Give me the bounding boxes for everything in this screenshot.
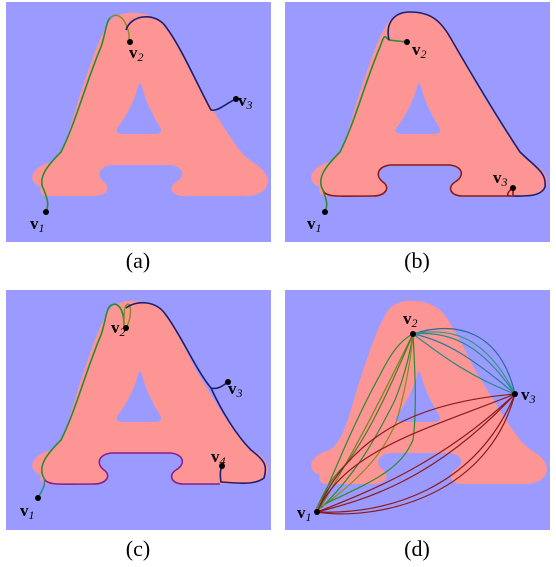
green-path [41, 17, 111, 191]
geodesic [316, 393, 516, 513]
v1-v2-geodesics [314, 333, 416, 513]
navy-path [387, 11, 546, 197]
vertex-v2-label: v2 [403, 309, 418, 330]
vertex-v2-point [123, 325, 129, 331]
vertex-v3-label: v3 [521, 385, 536, 406]
panel-b: v2 v3 v1 [285, 2, 550, 242]
geodesic [316, 393, 516, 513]
geodesic [412, 333, 516, 395]
green-path [320, 35, 408, 191]
caption-b: (b) [404, 248, 430, 273]
vertex-v3-point [233, 96, 239, 102]
navy-path [125, 301, 229, 390]
purple-path [43, 452, 220, 486]
geodesic [412, 332, 516, 395]
vertex-v4-label: v4 [211, 447, 226, 468]
vertex-v1-point [43, 209, 49, 215]
vertex-v1-label: v1 [30, 214, 45, 235]
vertex-v4-point [219, 463, 225, 469]
caption-d: (d) [404, 536, 430, 561]
v1-v3-geodesics [316, 393, 516, 515]
vertex-v2-label: v2 [111, 318, 126, 339]
vertex-v2-label: v2 [412, 40, 427, 61]
green-path [41, 303, 125, 479]
panel-c: v2 v3 v4 v1 [6, 290, 271, 530]
panel-a-figure: v2 v3 v1 [6, 2, 271, 242]
vertex-v2-point [404, 39, 410, 45]
v2-v3-geodesics [412, 327, 516, 395]
vertex-v1-point [35, 495, 41, 501]
geodesic [316, 393, 516, 515]
panel-a: v2 v3 v1 [6, 2, 271, 242]
vertex-v3-label: v3 [493, 168, 508, 189]
vertex-v2-point [410, 331, 416, 337]
geodesic [316, 393, 516, 513]
vertex-v1-label: v1 [297, 503, 312, 524]
panel-d-figure: v2 v3 v1 [285, 290, 550, 530]
geodesic [322, 333, 414, 507]
panel-b-figure: v2 v3 v1 [285, 2, 550, 242]
geodesic [412, 331, 516, 395]
geodesic [316, 393, 516, 513]
caption-a: (a) [125, 248, 151, 273]
yellow-path [123, 303, 132, 329]
vertex-v1-point [322, 209, 328, 215]
vertex-v3-point [510, 185, 516, 191]
vertex-v2-point [127, 39, 133, 45]
vertex-v2-label: v2 [129, 43, 144, 64]
geodesic [412, 327, 516, 395]
panel-c-figure: v2 v3 v4 v1 [6, 290, 271, 530]
vertex-v1-label: v1 [307, 214, 322, 235]
geodesic [316, 393, 516, 513]
geodesic [324, 333, 416, 505]
geodesic [316, 333, 414, 513]
vertex-v1-label: v1 [20, 501, 35, 522]
vertex-v3-label: v3 [238, 91, 253, 112]
navy-path-lower [210, 387, 267, 484]
geodesic [320, 333, 414, 509]
vertex-v3-point [225, 379, 231, 385]
vertex-v3-point [512, 391, 518, 397]
geodesic [318, 333, 414, 511]
geodesic [314, 333, 414, 513]
caption-c: (c) [125, 536, 151, 561]
navy-path [125, 16, 237, 112]
panel-d: v2 v3 v1 [285, 290, 550, 530]
geodesic [412, 333, 516, 395]
vertex-v3-label: v3 [228, 379, 243, 400]
vertex-v1-point [314, 509, 320, 515]
